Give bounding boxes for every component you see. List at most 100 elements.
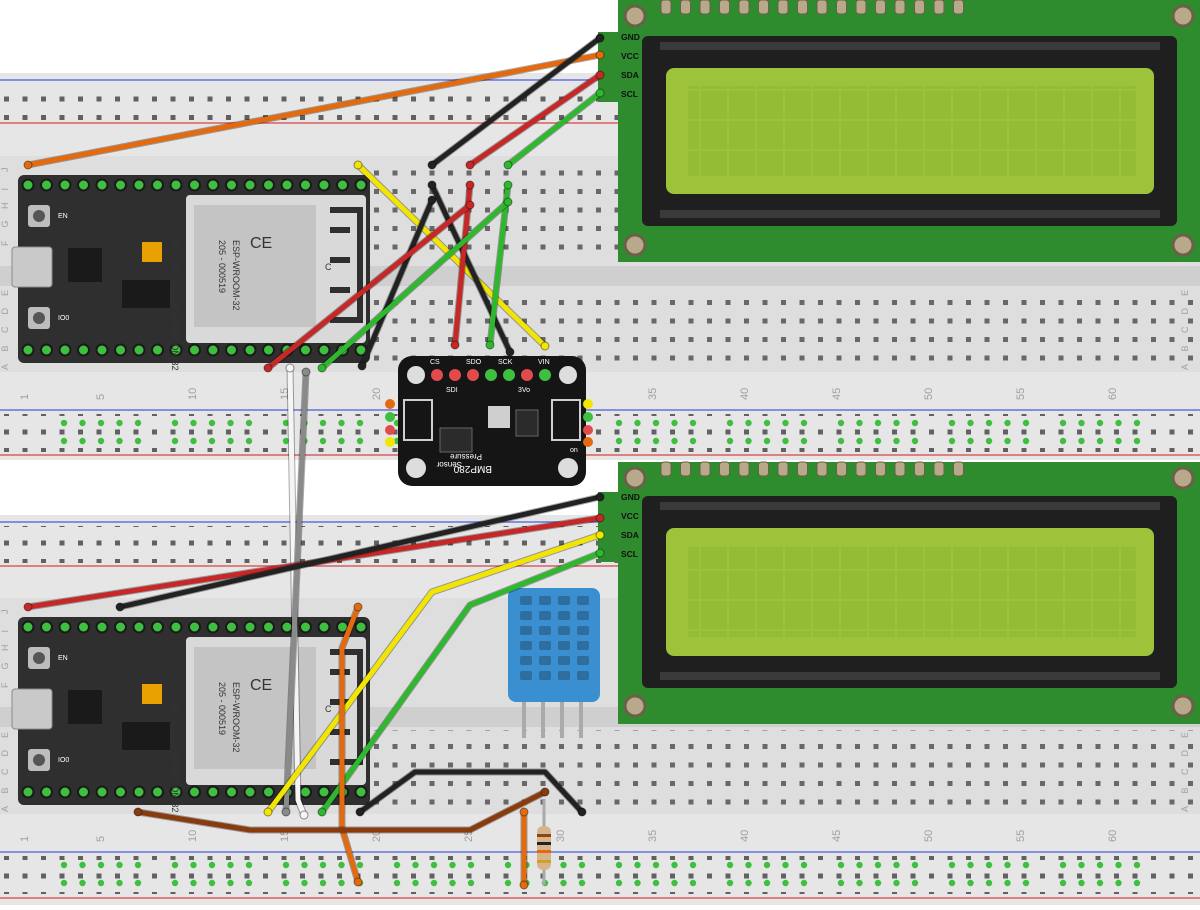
wire-end — [503, 197, 513, 207]
stemma-connector — [551, 399, 581, 441]
rail-hole — [208, 437, 216, 445]
wire — [117, 494, 603, 610]
esp32-pin — [354, 620, 368, 634]
vent-slot — [577, 671, 589, 680]
esp32-pin — [317, 785, 331, 799]
vent-slot — [577, 611, 589, 620]
pin-pad — [503, 369, 515, 381]
column-number: 50 — [923, 388, 935, 400]
esp32-pin — [243, 178, 257, 192]
mount-hole — [623, 466, 647, 490]
regulator-chip — [439, 427, 473, 453]
rail-hole — [282, 437, 290, 445]
rail-hole — [634, 437, 641, 445]
rail-hole — [1096, 879, 1104, 887]
row-letter: C — [1180, 768, 1190, 775]
resistor-band — [537, 842, 551, 845]
rail-hole — [893, 419, 900, 427]
wire-end — [465, 180, 475, 190]
lcd-pin-label: GND — [621, 32, 640, 42]
row-letter: C — [0, 326, 10, 333]
wire-end — [263, 807, 273, 817]
header-pin — [933, 0, 945, 15]
esp32-pin — [151, 178, 164, 192]
rail-hole — [301, 861, 308, 869]
header-pin — [953, 0, 964, 15]
wire-end — [503, 180, 513, 190]
column-number: 20 — [371, 830, 383, 842]
rail-hole — [782, 437, 789, 445]
pin-label-sdi: SDI — [446, 387, 458, 394]
esp32-pin — [225, 343, 238, 357]
wire-end — [595, 33, 605, 43]
esp32-pin — [354, 178, 368, 192]
pin-pad — [485, 369, 497, 381]
module-shield — [194, 205, 316, 327]
row-letter: H — [0, 645, 10, 652]
esp32-pin — [132, 343, 146, 357]
row-letter: B — [1180, 345, 1190, 351]
column-number: 60 — [1107, 830, 1119, 842]
rail-hole — [412, 879, 419, 887]
rail-hole — [837, 861, 845, 869]
mount-hole — [1171, 233, 1195, 257]
column-number: 60 — [1107, 388, 1119, 400]
esp32-pin — [206, 178, 220, 192]
rail-hole — [338, 861, 345, 869]
esp32-pin — [262, 620, 275, 634]
esp32-pin — [280, 178, 294, 192]
lcd-bezel-edge — [660, 672, 1160, 680]
led-indicator — [385, 399, 395, 409]
row-letter: J — [0, 168, 10, 173]
c-mark: C — [325, 262, 332, 272]
ce-mark: CE — [250, 235, 272, 252]
header-pin — [680, 461, 691, 477]
rail-hole — [245, 437, 253, 445]
esp32-pin-headers — [21, 620, 368, 799]
header-pin — [953, 461, 964, 477]
header-pin — [933, 461, 945, 477]
rail-hole — [97, 879, 105, 887]
wire-end — [450, 340, 460, 350]
rail-hole — [1078, 861, 1085, 869]
header-pin — [855, 461, 867, 477]
wire — [429, 35, 603, 168]
rail-hole — [874, 437, 882, 445]
esp32-pin — [132, 785, 146, 799]
column-number: 1 — [19, 836, 31, 842]
usb-port — [11, 246, 53, 288]
vent-slot — [520, 671, 532, 680]
esp32-board-bottom: EN IO0 FCC ID:2AC7Z-ESPWROOM 32 ESP-WROO… — [11, 617, 370, 813]
rail-hole — [967, 861, 974, 869]
column-number: 15 — [279, 830, 291, 842]
rail-hole — [985, 437, 993, 445]
mount-hole — [1171, 694, 1195, 718]
rail-hole — [578, 879, 586, 887]
esp32-pin — [169, 785, 183, 799]
resistor — [537, 800, 551, 885]
vent-slot — [558, 596, 570, 605]
io0-label: IO0 — [58, 315, 69, 322]
rail-hole — [393, 879, 401, 887]
esp32-pin — [77, 620, 90, 634]
esp32-pin — [114, 785, 127, 799]
rail-hole — [301, 879, 308, 887]
mount-hole — [1171, 4, 1195, 28]
regulator — [122, 722, 170, 750]
rail-hole — [745, 419, 752, 427]
header-pin — [777, 461, 789, 477]
row-letter: H — [0, 203, 10, 210]
stemma-connector — [403, 399, 433, 441]
esp32-pin — [40, 620, 53, 634]
column-number: 5 — [95, 836, 107, 842]
vent-slot — [539, 641, 551, 650]
esp32-pin — [132, 178, 146, 192]
rail-hole — [97, 437, 105, 445]
wire — [467, 72, 603, 168]
rail-hole — [393, 861, 401, 869]
rail-hole — [763, 879, 771, 887]
esp32-pin — [95, 178, 109, 192]
row-letter: E — [1180, 732, 1190, 738]
c-mark: C — [325, 704, 332, 714]
